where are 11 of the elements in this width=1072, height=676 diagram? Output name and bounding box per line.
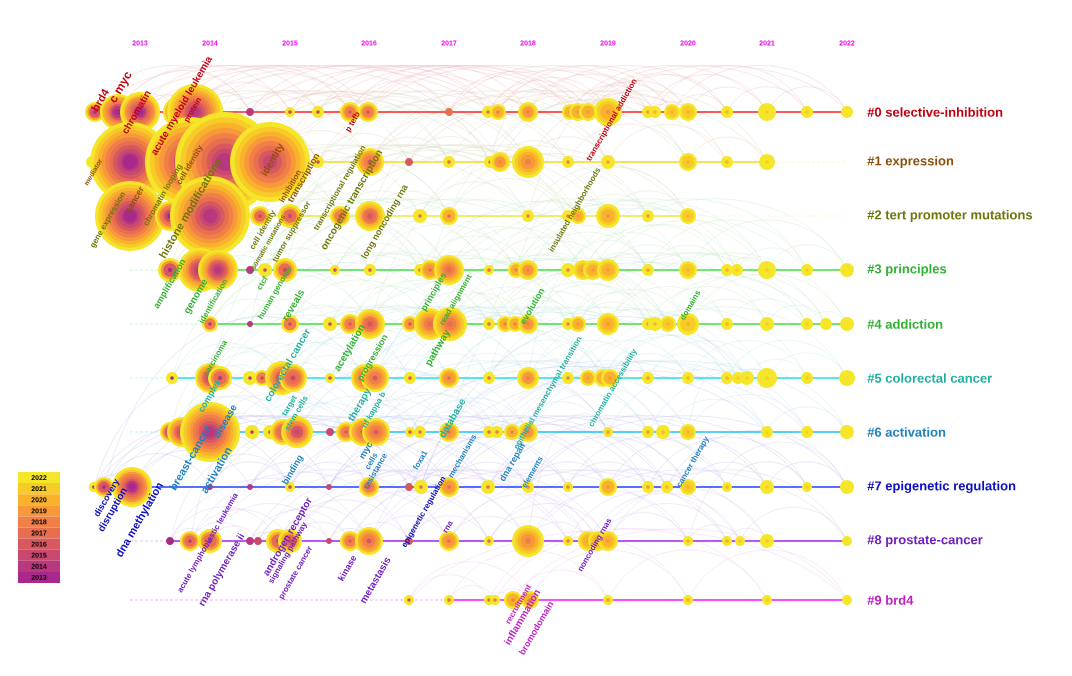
cluster-label: #9 brd4	[867, 595, 914, 605]
cluster-label: #3 principles	[867, 263, 947, 277]
cluster-label: #1 expression	[867, 155, 954, 169]
cluster-label: #6 activation	[867, 427, 946, 437]
cluster-label: #7 epigenetic regulation	[867, 480, 1016, 494]
cluster-label: #8 prostate-cancer	[867, 535, 983, 547]
keyword-label: rna	[443, 521, 453, 533]
cluster-label: #4 addiction	[867, 319, 943, 329]
cluster-label: #0 selective-inhibition	[867, 107, 1003, 117]
cluster-label: #2 tert promoter mutations	[867, 209, 1033, 223]
cluster-label: #5 colorectal cancer	[867, 373, 992, 383]
